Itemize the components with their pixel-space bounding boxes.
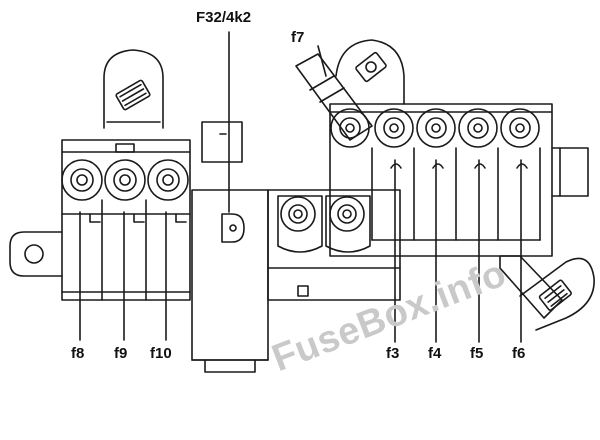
middle-tab-2 [325, 195, 371, 253]
middle-fuse-block [267, 189, 401, 301]
label-f3: f3 [386, 345, 400, 362]
right-fuse-block [295, 39, 589, 343]
strap-f7 [295, 53, 373, 141]
label-f8: f8 [71, 345, 85, 362]
left-body [61, 139, 191, 301]
label-f6: f6 [512, 345, 526, 362]
label-f5: f5 [470, 345, 484, 362]
label-f9: f9 [114, 345, 128, 362]
cable-lug-top-slot [355, 51, 387, 83]
right-body [329, 103, 553, 257]
relay-top-block [201, 121, 243, 163]
relay-k2 [191, 31, 269, 373]
cable-lug-bottom [519, 257, 595, 331]
bolt-f9 [104, 159, 146, 201]
bolt-f3 [374, 108, 414, 148]
label-f4: f4 [428, 345, 442, 362]
label-main-relay: F32/4k2 [196, 9, 252, 26]
cable-lug-top [335, 39, 405, 105]
left-fuse-block [9, 49, 191, 341]
bolt-middle-1 [280, 196, 316, 232]
bolt-f7 [330, 108, 370, 148]
bolt-f10 [147, 159, 189, 201]
middle-tab-1 [277, 195, 323, 253]
left-bracket-slot [115, 79, 151, 111]
middle-body [267, 189, 401, 301]
bolt-f6 [500, 108, 540, 148]
bolt-middle-2 [329, 196, 365, 232]
small-tab [115, 143, 135, 153]
leader-f7 [317, 45, 327, 77]
d-symbol [221, 213, 245, 243]
mount-tab-left [9, 231, 63, 277]
label-f10: f10 [150, 345, 172, 362]
relay-body [191, 189, 269, 361]
left-bracket [103, 49, 164, 129]
bolt-f8 [61, 159, 103, 201]
bolt-f5 [458, 108, 498, 148]
label-f7: f7 [291, 29, 305, 46]
right-connector [551, 147, 589, 197]
bolt-f4 [416, 108, 456, 148]
